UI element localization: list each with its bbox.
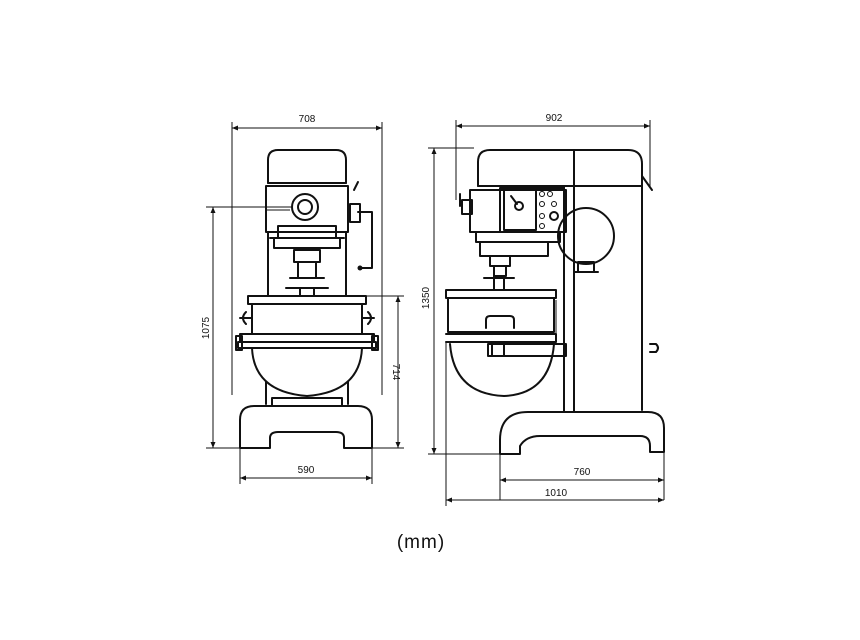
front-height-label: 1075 — [201, 316, 212, 339]
bowl-height-label: 714 — [390, 364, 401, 381]
front-base-label: 590 — [298, 465, 315, 476]
front-base — [239, 381, 373, 449]
side-view: 902 — [421, 113, 665, 506]
front-column — [267, 231, 347, 297]
side-column — [555, 185, 659, 413]
dimension-760: 760 — [499, 452, 665, 500]
side-height-label: 1350 — [421, 286, 432, 309]
front-view: 708 — [201, 114, 404, 484]
unit-label: (mm) — [397, 532, 445, 553]
dimension-1075: 1075 — [201, 206, 292, 449]
side-base — [499, 411, 665, 455]
side-depth-label: 1010 — [545, 488, 568, 499]
dimension-1010: 1010 — [445, 342, 664, 506]
side-width-label: 902 — [546, 113, 563, 124]
dimension-708: 708 — [231, 114, 383, 395]
side-speed-knob — [557, 207, 615, 273]
front-bowl — [235, 295, 379, 397]
dimension-590: 590 — [239, 448, 373, 484]
dimension-714: 714 — [366, 295, 404, 449]
side-bowl — [445, 289, 567, 397]
side-base-label: 760 — [574, 467, 591, 478]
front-width-label: 708 — [299, 114, 316, 125]
side-head — [459, 149, 653, 291]
front-motor-head — [265, 149, 373, 271]
dimension-902: 902 — [455, 113, 651, 200]
dimension-1350: 1350 — [421, 147, 500, 455]
